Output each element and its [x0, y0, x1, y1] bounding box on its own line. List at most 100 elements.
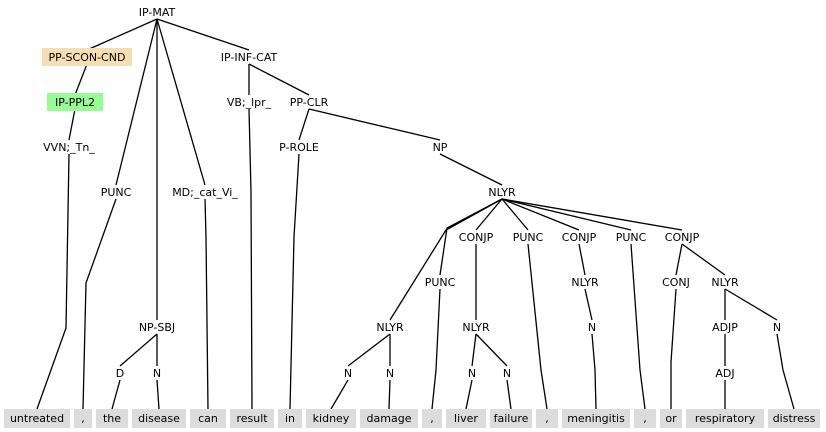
- node-label: CONJP: [562, 231, 597, 244]
- tree-edge-nlyr0-punc4: [501, 198, 632, 231]
- node-label: ADJ: [715, 367, 734, 380]
- tree-edge-ipinf-ppclr: [248, 63, 310, 96]
- tree-edge-nlyr4-n7: [724, 288, 778, 321]
- tree-edge-punc3-w13: [527, 243, 548, 410]
- tree-edge-ipppl2-vvn: [68, 108, 76, 141]
- token-w12: failure: [490, 409, 532, 428]
- node-label: IP-INF-CAT: [221, 51, 278, 64]
- node-label: N: [468, 367, 476, 380]
- token-w8: kidney: [306, 409, 356, 428]
- token-text: distress: [773, 412, 816, 425]
- tree-node-n1: N: [153, 367, 161, 380]
- token-box: [132, 409, 186, 428]
- node-label: VB;_lpr_: [227, 96, 272, 109]
- tree-node-prole: P-ROLE: [279, 141, 319, 154]
- tree-node-punc2: PUNC: [425, 276, 456, 289]
- tree-node-conj: CONJ: [662, 276, 690, 289]
- token-box: [306, 409, 356, 428]
- tree-node-adjp: ADJP: [712, 321, 738, 334]
- token-w14: meningitis: [562, 409, 630, 428]
- node-label: N: [153, 367, 161, 380]
- token-text: liver: [454, 412, 478, 425]
- token-w6: result: [230, 409, 274, 428]
- tree-edge-conjp2-nlyr3: [578, 243, 586, 276]
- tree-edge-n1-w4: [156, 379, 160, 410]
- token-w3: the: [96, 409, 128, 428]
- node-label: PP-CLR: [290, 96, 329, 109]
- token-box: [768, 409, 820, 428]
- token-text: result: [236, 412, 268, 425]
- tree-edge-nlyr2-n4: [471, 333, 477, 367]
- tree-node-n7: N: [773, 321, 781, 334]
- token-w4: disease: [132, 409, 186, 428]
- tree-edge-n6-w14: [591, 333, 597, 410]
- token-box: [422, 409, 442, 428]
- tree-edge-n2-w8: [330, 379, 349, 410]
- tree-edge-ppclr-np: [308, 108, 441, 141]
- tree-node-n5: N: [503, 367, 511, 380]
- tree-edge-nlyr0-conjp1: [475, 198, 503, 231]
- node-label: PUNC: [513, 231, 544, 244]
- tree-node-nlyr0: NLYR: [488, 186, 516, 199]
- tree-node-ipinf: IP-INF-CAT: [221, 51, 278, 64]
- tree-node-vvn: VVN;_Tn_: [43, 141, 95, 154]
- tree-edge-punc4-w15: [630, 243, 646, 410]
- tree-edge-nlyr0-punc3: [501, 198, 529, 231]
- node-label: NLYR: [376, 321, 404, 334]
- node-label: CONJP: [665, 231, 700, 244]
- node-label: N: [344, 367, 352, 380]
- tree-node-conjp3: CONJP: [665, 231, 700, 244]
- token-text: ,: [643, 412, 647, 425]
- tree-edge-ipmat-ppscon: [86, 18, 158, 51]
- token-box: [536, 409, 558, 428]
- node-label: P-ROLE: [279, 141, 319, 154]
- tree-node-vb: VB;_lpr_: [227, 96, 272, 109]
- node-label: PUNC: [425, 276, 456, 289]
- token-text: disease: [138, 412, 180, 425]
- token-box: [190, 409, 226, 428]
- tree-edge-n7-w18: [776, 333, 795, 410]
- tree-edge-conj-w16: [670, 288, 677, 409]
- node-label: NLYR: [571, 276, 599, 289]
- token-text: can: [198, 412, 218, 425]
- node-label: IP-MAT: [139, 6, 176, 19]
- tree-edge-conjp3-nlyr4: [681, 243, 726, 276]
- node-label: N: [503, 367, 511, 380]
- tree-node-conjp2: CONJP: [562, 231, 597, 244]
- tree-edge-punc2-w10: [431, 288, 441, 410]
- tree-node-nlyr4: NLYR: [711, 276, 739, 289]
- token-w15: ,: [634, 409, 656, 428]
- token-box: [660, 409, 682, 428]
- tree-node-n3: N: [386, 367, 394, 380]
- tree-edge-npsbj-d: [119, 333, 158, 367]
- token-text: kidney: [313, 412, 350, 425]
- token-box: [634, 409, 656, 428]
- token-box: [230, 409, 274, 428]
- node-label: PP-SCON-CND: [49, 51, 126, 64]
- token-text: failure: [494, 412, 529, 425]
- node-highlight: [47, 93, 103, 111]
- tree-edge-nlyr1-n2: [347, 333, 391, 367]
- tree-node-ipppl2: IP-PPL2: [47, 93, 103, 111]
- tree-node-n4: N: [468, 367, 476, 380]
- tree-edge-ipmat-punc1: [115, 18, 158, 186]
- node-label: PUNC: [101, 186, 132, 199]
- tree-edge-vb-w6: [248, 108, 253, 410]
- tree-edge-np-nlyr0: [439, 153, 503, 186]
- tree-edge-nlyr0-punc2: [439, 198, 503, 276]
- token-w10: ,: [422, 409, 442, 428]
- token-box: [278, 409, 302, 428]
- node-label: N: [588, 321, 596, 334]
- tree-edge-nlyr0-nlyr1: [389, 198, 503, 321]
- node-label: IP-PPL2: [55, 96, 95, 109]
- token-w17: respiratory: [686, 409, 764, 428]
- tree-edge-nlyr2-n5: [475, 333, 508, 367]
- node-label: CONJP: [459, 231, 494, 244]
- node-label: NP-SBJ: [139, 321, 175, 334]
- tree-edge-ppscon-ipppl2: [74, 63, 88, 96]
- tree-node-ipmat: IP-MAT: [139, 6, 176, 19]
- token-w1: untreated: [4, 409, 70, 428]
